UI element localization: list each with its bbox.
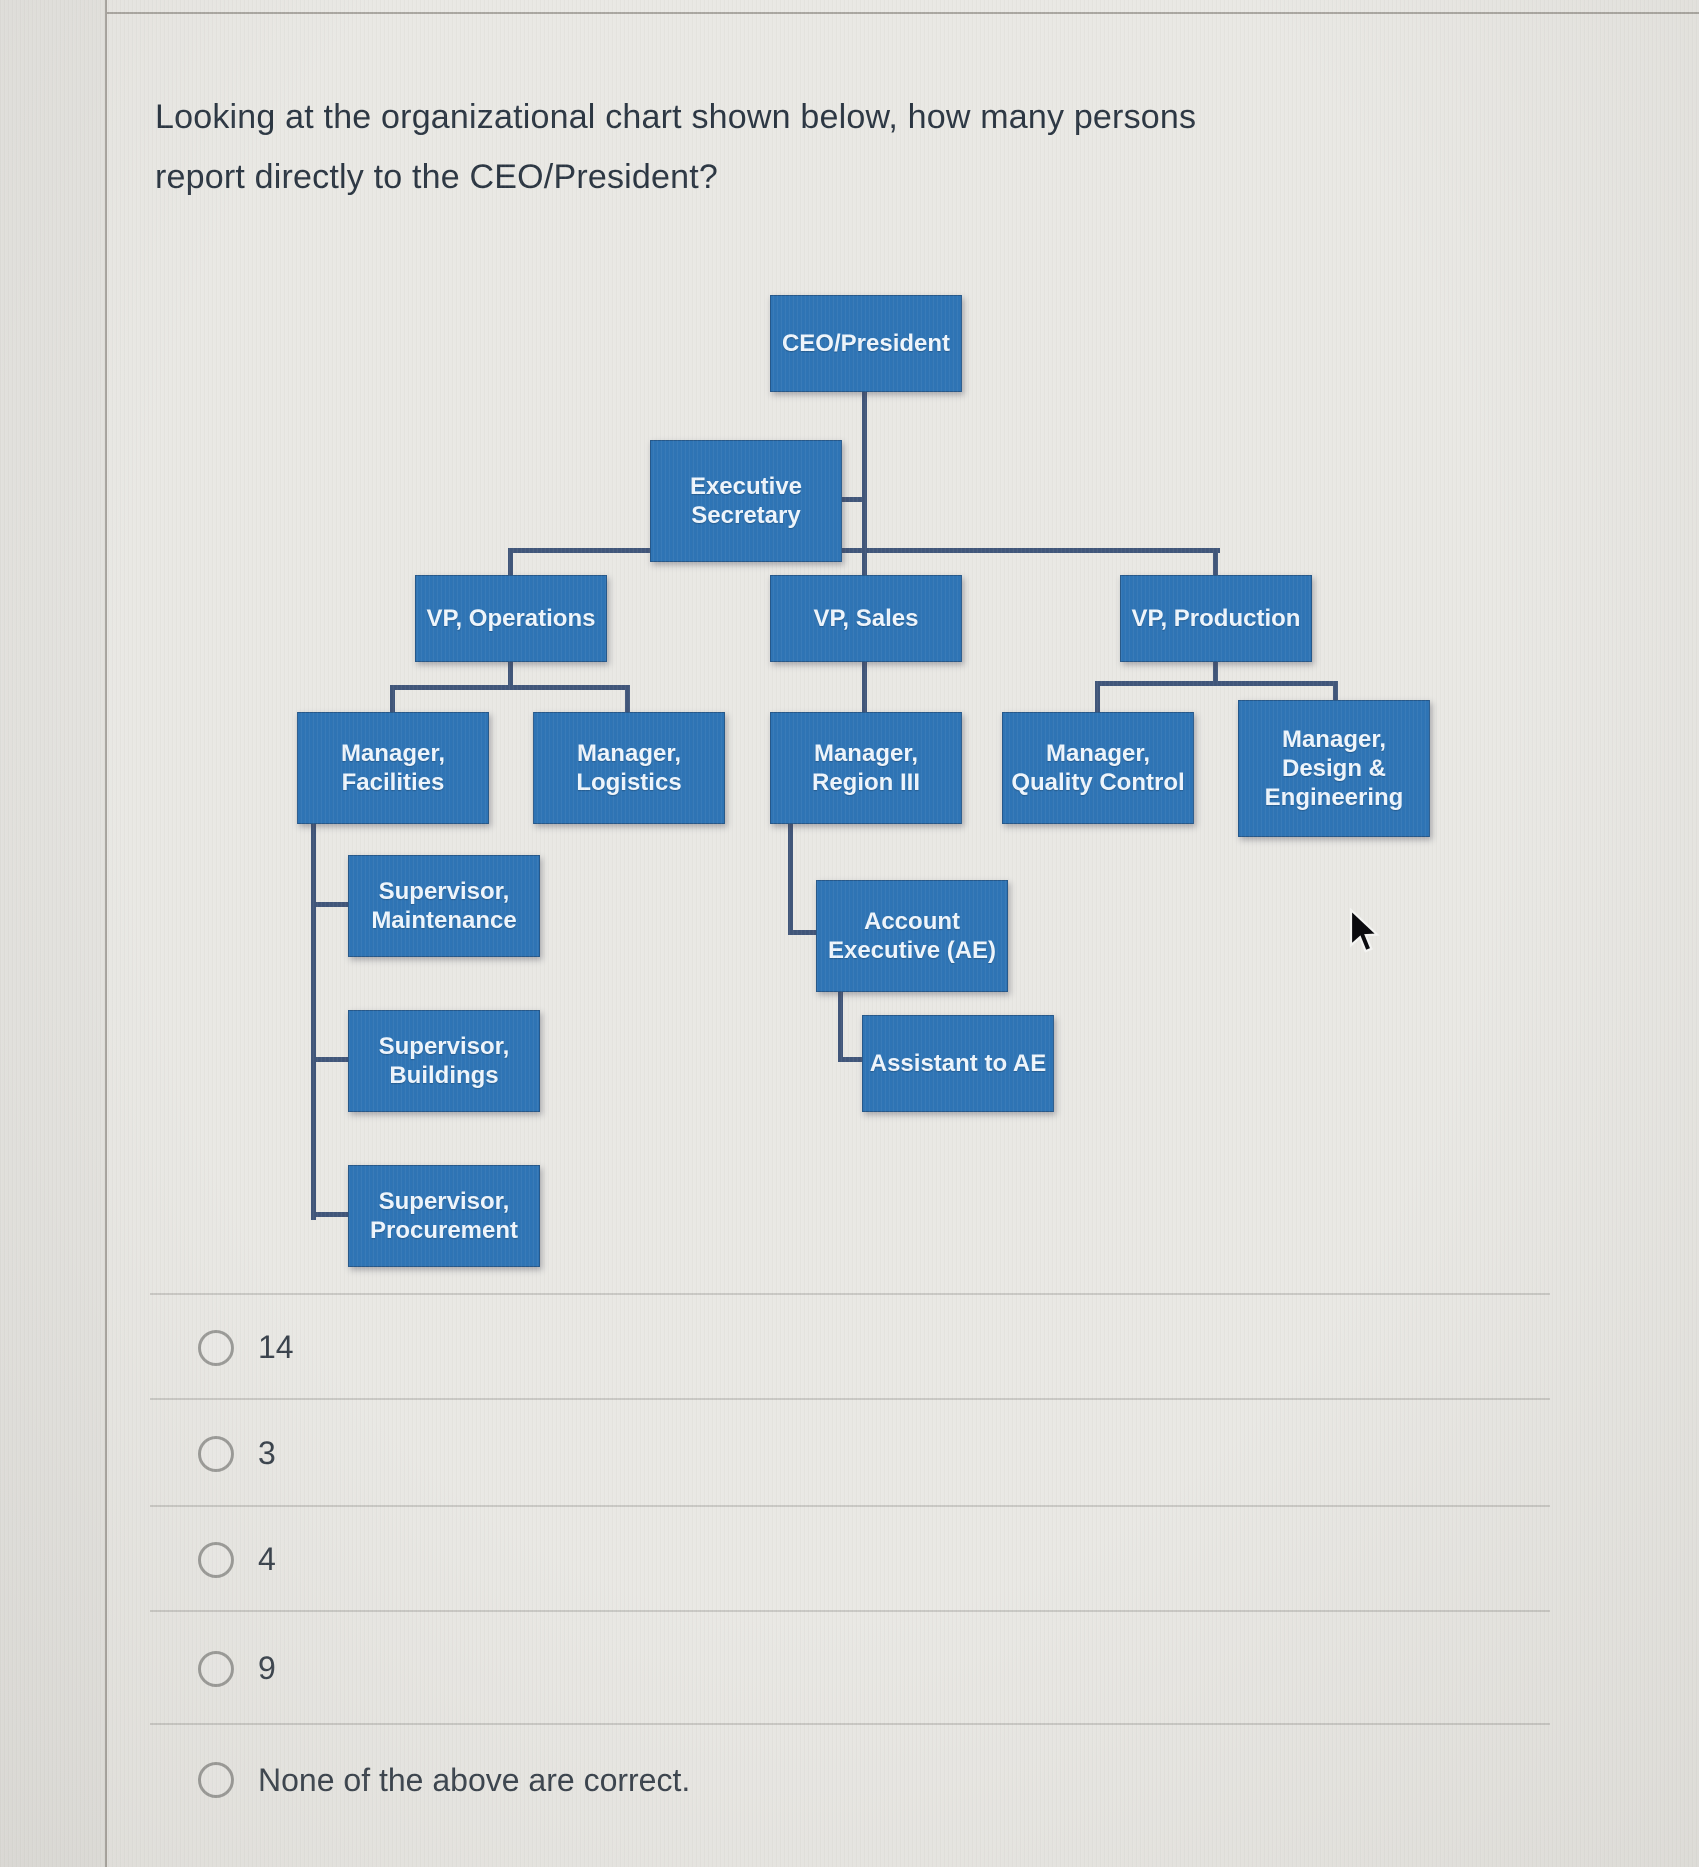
- card-top-border: [107, 12, 1699, 14]
- question-text-line2: report directly to the CEO/President?: [155, 158, 718, 196]
- page-left-margin: [0, 0, 107, 1867]
- answer-option-9[interactable]: 9: [150, 1610, 1550, 1725]
- connector-line: [508, 660, 513, 685]
- answer-option-label[interactable]: 14: [258, 1329, 294, 1365]
- org-node-manager-logistics: Manager, Logistics: [533, 712, 725, 824]
- connector-line: [1095, 681, 1100, 712]
- org-node-supervisor-buildings: Supervisor, Buildings: [348, 1010, 540, 1112]
- connector-line: [1095, 681, 1338, 686]
- org-node-ceo-president: CEO/President: [770, 295, 962, 392]
- connector-line: [390, 685, 395, 712]
- mouse-cursor-icon: [1348, 907, 1384, 961]
- org-node-manager-facilities: Manager, Facilities: [297, 712, 489, 824]
- answer-option-label[interactable]: None of the above are correct.: [258, 1761, 691, 1798]
- org-node-supervisor-procurement: Supervisor, Procurement: [348, 1165, 540, 1267]
- connector-line: [840, 497, 867, 502]
- connector-line: [625, 685, 630, 712]
- connector-line: [788, 822, 793, 935]
- answer-option-3[interactable]: 3: [150, 1398, 1550, 1507]
- connector-line: [311, 822, 316, 1220]
- org-node-vp-sales: VP, Sales: [770, 575, 962, 662]
- answer-option-label[interactable]: 3: [258, 1435, 276, 1471]
- connector-line: [1333, 681, 1338, 700]
- org-node-manager-region-iii: Manager, Region III: [770, 712, 962, 824]
- org-node-assistant-to-ae: Assistant to AE: [862, 1015, 1054, 1112]
- connector-line: [788, 930, 816, 935]
- org-node-vp-operations: VP, Operations: [415, 575, 607, 662]
- question-text-line1: Looking at the organizational chart show…: [155, 98, 1197, 136]
- org-node-manager-quality-control: Manager, Quality Control: [1002, 712, 1194, 824]
- answer-option-label[interactable]: 9: [258, 1650, 276, 1686]
- radio-button-14[interactable]: [198, 1329, 234, 1366]
- radio-button-9[interactable]: [198, 1650, 234, 1687]
- org-node-supervisor-maintenance: Supervisor, Maintenance: [348, 855, 540, 957]
- connector-line: [390, 685, 630, 690]
- radio-button-none-of-the-above[interactable]: [198, 1762, 234, 1798]
- connector-line: [838, 1057, 862, 1062]
- connector-line: [838, 990, 843, 1062]
- connector-line: [311, 902, 348, 907]
- answer-option-label[interactable]: 4: [258, 1541, 276, 1577]
- connector-line: [311, 1057, 348, 1062]
- connector-line: [508, 548, 1220, 553]
- connector-line: [508, 548, 513, 575]
- org-node-vp-production: VP, Production: [1120, 575, 1312, 662]
- connector-line: [1213, 660, 1218, 681]
- answer-option-none-of-the-above[interactable]: None of the above are correct.: [150, 1723, 1550, 1835]
- connector-line: [862, 390, 867, 575]
- answer-option-14[interactable]: 14: [150, 1293, 1550, 1400]
- connector-line: [1213, 548, 1218, 575]
- answer-option-4[interactable]: 4: [150, 1505, 1550, 1612]
- org-node-executive-secretary: Executive Secretary: [650, 440, 842, 562]
- radio-button-3[interactable]: [198, 1435, 234, 1472]
- connector-line: [862, 660, 867, 712]
- connector-line: [311, 1212, 348, 1217]
- radio-button-4[interactable]: [198, 1541, 234, 1578]
- org-node-manager-design-engineering: Manager, Design & Engineering: [1238, 700, 1430, 837]
- org-node-account-executive: Account Executive (AE): [816, 880, 1008, 992]
